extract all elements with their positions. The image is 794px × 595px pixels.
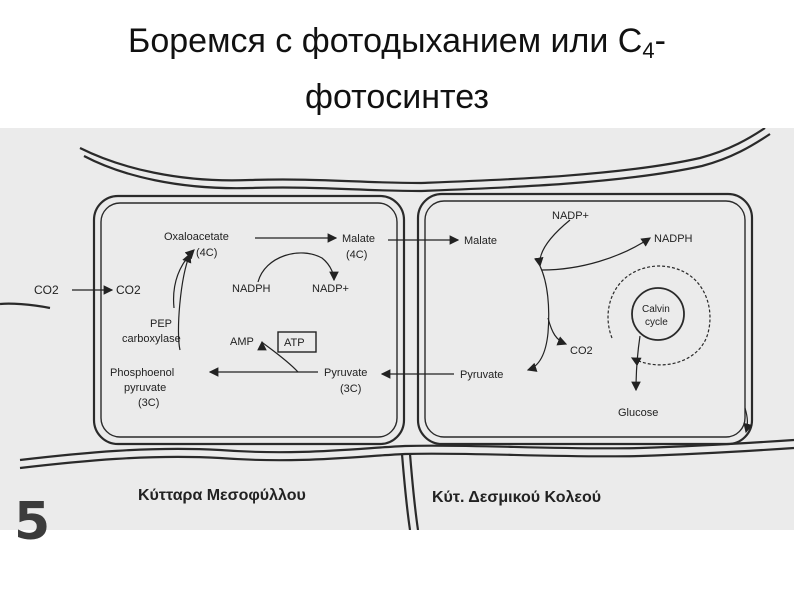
pep-carboxylase-line1: PEP [150,318,172,330]
bs-nadph-label: NADPH [654,233,693,245]
oxaloacetate-carbons: (4C) [196,247,217,259]
bs-malate-label: Malate [464,235,497,247]
nadp-plus-label: NADP+ [312,283,349,295]
mesophyll-cell-inner [100,202,398,438]
bs-pyruvate-label: Pyruvate [460,369,503,381]
cell-walls [0,128,794,530]
arrow-nadp-in [533,219,571,268]
calvin-cycle-circle [631,287,685,341]
pyruvate-carbons: (3C) [340,383,361,395]
bundle-sheath-cell-inner [424,200,746,438]
calvin-outer-arrow [607,265,711,367]
co2-inside-label: CO2 [116,283,141,297]
slide-title: Боремся с фотодыханием или C4- фотосинте… [0,18,794,120]
bs-co2-label: CO2 [570,345,593,357]
bundle-sheath-caption: Κύτ. Δεσμικού Κολεού [432,489,601,506]
arrow-pep-to-oxaloacetate [177,252,192,351]
pep-carboxylase-line2: carboxylase [122,333,181,345]
glucose-label: Glucose [618,407,658,419]
title-line-2: фотосинтез [305,78,489,116]
title-line-1: Боремся с фотодыханием или C4- [128,22,666,63]
mesophyll-caption: Κύτταρα Μεσοφύλλου [138,487,306,504]
pep-label-line3: (3C) [138,397,159,409]
arrow-malate-to-pyruvate [526,265,550,372]
arrow-nadph-cycle [257,252,339,283]
bs-nadp-plus-label: NADP+ [552,210,589,222]
c4-pathway-diagram: CO2 CO2 Oxaloacetate (4C) Malate (4C) NA… [0,128,794,530]
pep-label-line2: pyruvate [124,382,166,394]
atp-box [277,331,317,353]
diagram-svg: CO2 CO2 Oxaloacetate (4C) Malate (4C) NA… [0,128,794,530]
arrow-to-nadph [541,237,651,271]
pathway-arrows [72,219,753,434]
arrow-right-edge [743,407,753,434]
atp-label: ATP [284,337,305,349]
arrow-atp-use [257,340,299,373]
calvin-label-line2: cycle [645,317,668,328]
arrow-to-glucose [631,335,641,392]
calvin-label-line1: Calvin [642,304,670,315]
mesophyll-cell-outline [92,194,406,446]
arrow-co2-release [547,317,568,346]
oxaloacetate-label: Oxaloacetate [164,231,229,243]
nadph-label: NADPH [232,283,271,295]
malate-carbons: (4C) [346,249,367,261]
pep-label-line1: Phosphoenol [110,367,174,379]
slide-number: 5 [14,492,51,552]
pyruvate-label: Pyruvate [324,367,367,379]
malate-label: Malate [342,233,375,245]
amp-label: AMP [230,336,254,348]
co2-outside-label: CO2 [34,283,59,297]
bundle-sheath-cell-outline [416,192,754,446]
